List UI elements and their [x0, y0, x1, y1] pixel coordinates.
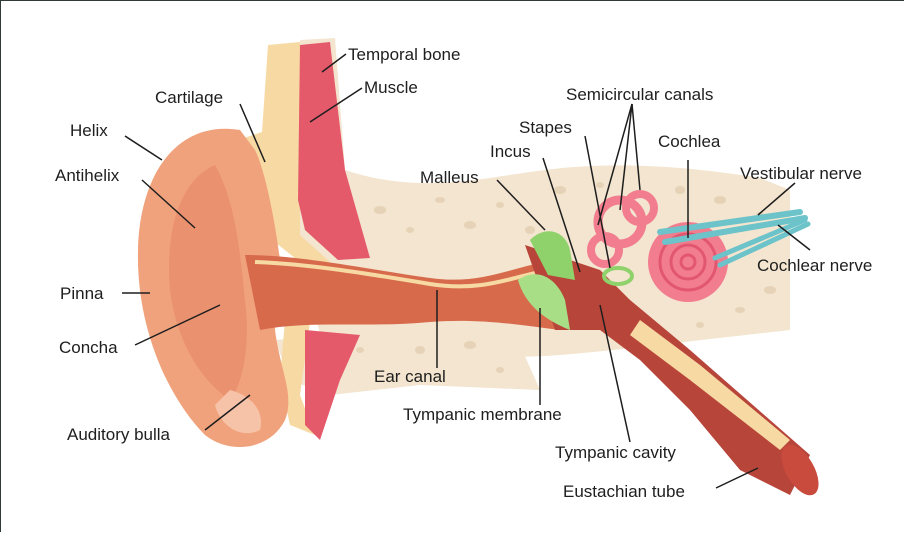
label-stapes: Stapes	[519, 118, 572, 137]
label-vestibular-nerve: Vestibular nerve	[740, 164, 862, 183]
label-ear-canal: Ear canal	[374, 367, 446, 386]
label-malleus: Malleus	[420, 168, 479, 187]
label-semicircular-canals: Semicircular canals	[566, 85, 713, 104]
label-incus: Incus	[490, 142, 531, 161]
label-tympanic-cavity: Tympanic cavity	[555, 443, 676, 462]
label-cochlea: Cochlea	[658, 132, 721, 151]
label-antihelix: Antihelix	[55, 166, 120, 185]
label-concha: Concha	[59, 338, 118, 357]
label-cochlear-nerve: Cochlear nerve	[757, 256, 872, 275]
label-cartilage: Cartilage	[155, 88, 223, 107]
label-pinna: Pinna	[60, 284, 104, 303]
label-temporal-bone: Temporal bone	[348, 45, 460, 64]
label-helix: Helix	[70, 121, 108, 140]
label-tympanic-membrane: Tympanic membrane	[403, 405, 562, 424]
label-muscle: Muscle	[364, 78, 418, 97]
label-auditory-bulla: Auditory bulla	[67, 425, 171, 444]
label-eustachian-tube: Eustachian tube	[563, 482, 685, 501]
